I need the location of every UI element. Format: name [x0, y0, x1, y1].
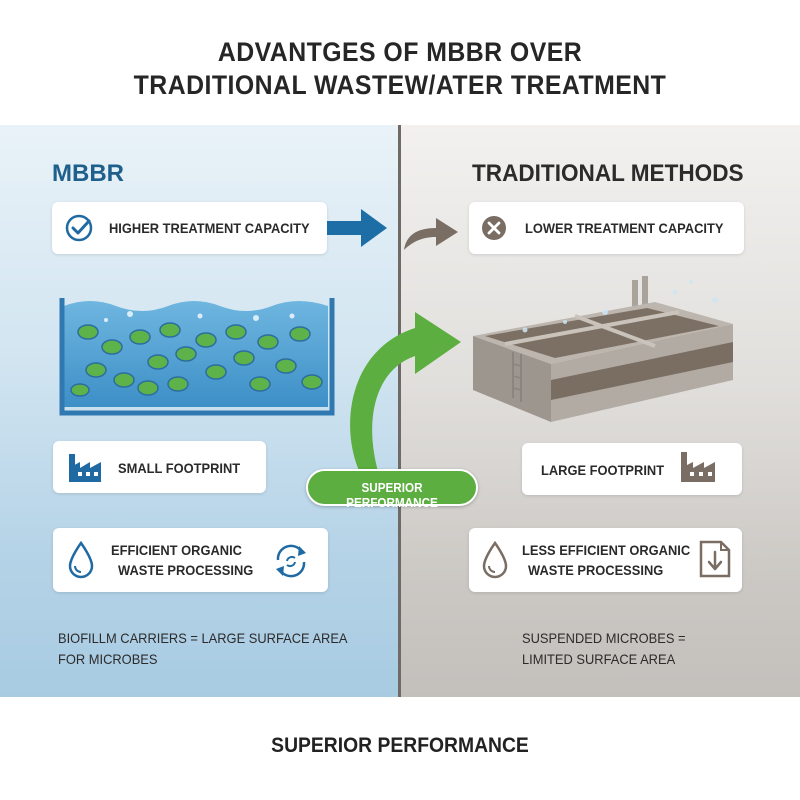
superior-performance-badge-label: SUPERIOR PERFORMANCE [346, 480, 438, 510]
traditional-heading: TRADITIONAL METHODS [472, 160, 744, 187]
x-circle-icon [482, 216, 506, 240]
curved-arrow-icon [404, 218, 458, 250]
mbbr-caption-line2: FOR MICROBES [58, 651, 158, 667]
mbbr-tank-illustration [59, 298, 335, 416]
document-download-icon [699, 540, 731, 578]
mbbr-caption-line1: BIOFILLM CARRIERS = LARGE SURFACE AREA [58, 630, 348, 646]
water-drop-icon [68, 540, 94, 579]
arrow-right-icon [327, 209, 387, 247]
traditional-tank-illustration [473, 276, 733, 422]
green-curved-arrow [350, 312, 461, 475]
recycle-arrows-icon [276, 544, 306, 578]
lower-capacity-card [469, 202, 744, 254]
higher-capacity-card [52, 202, 327, 254]
page-title-line1: ADVANTGES OF MBBR OVER [217, 37, 583, 67]
mbbr-heading: MBBR [52, 160, 124, 187]
traditional-caption-line1: SUSPENDED MICROBES = [522, 630, 686, 646]
efficient-processing-card [53, 528, 328, 592]
check-circle-icon [65, 214, 93, 242]
efficient-processing-label-line2: WASTE PROCESSING [118, 562, 254, 578]
superior-performance-badge: SUPERIOR PERFORMANCE [306, 469, 478, 510]
less-efficient-processing-label-line2: WASTE PROCESSING [528, 562, 664, 578]
page-title-line2: TRADITIONAL WASTEW/ATER TREATMENT [133, 70, 667, 100]
traditional-caption-line2: LIMITED SURFACE AREA [522, 651, 676, 667]
lower-capacity-label: LOWER TREATMENT CAPACITY [525, 220, 724, 236]
factory-icon [681, 452, 715, 482]
footer-label: SUPERIOR PERFORMANCE [271, 734, 529, 757]
water-drop-icon [482, 540, 508, 579]
small-footprint-label: SMALL FOOTPRINT [118, 460, 241, 476]
large-footprint-label: LARGE FOOTPRINT [541, 462, 665, 478]
higher-capacity-label: HIGHER TREATMENT CAPACITY [109, 220, 310, 236]
factory-icon [69, 454, 101, 482]
panel-divider [398, 125, 401, 697]
efficient-processing-label-line1: EFFICIENT ORGANIC [111, 542, 242, 558]
less-efficient-processing-card [469, 528, 742, 592]
less-efficient-processing-label-line1: LESS EFFICIENT ORGANIC [522, 542, 691, 558]
